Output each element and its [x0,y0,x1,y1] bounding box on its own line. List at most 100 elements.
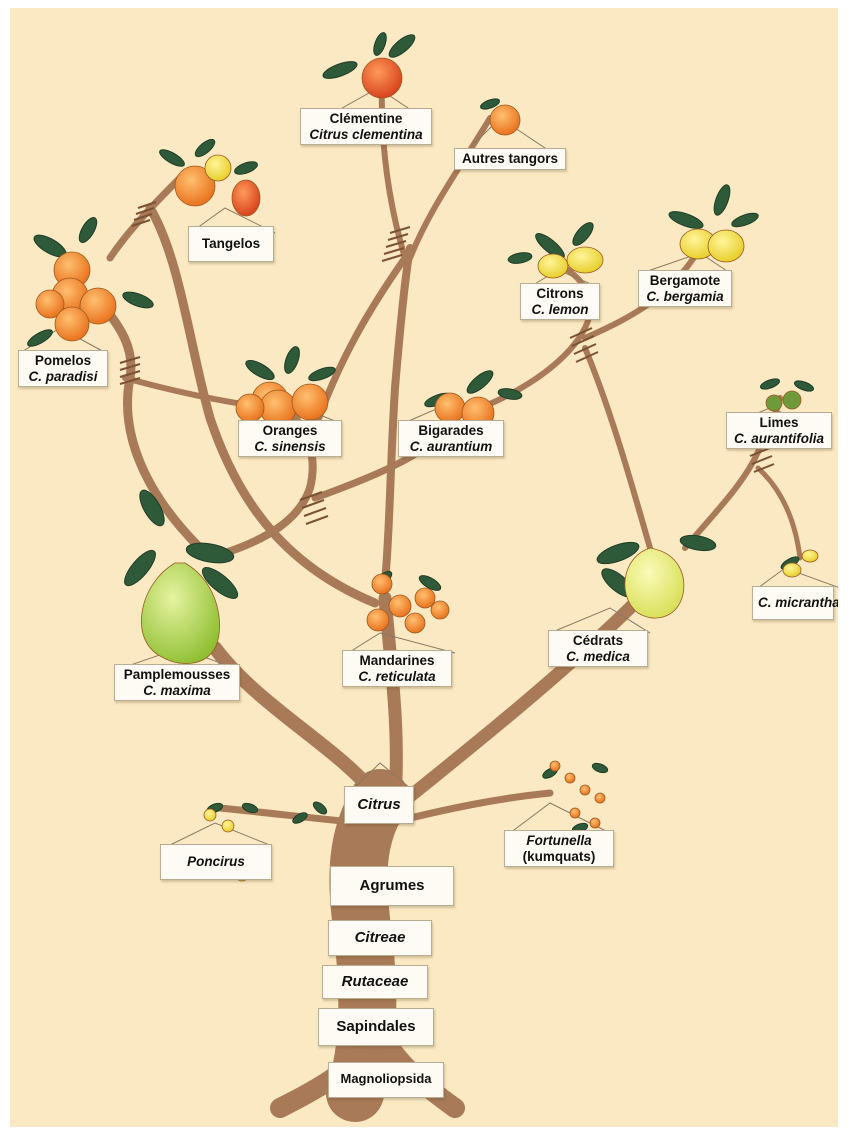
leaf-shape [759,377,781,391]
label-scientific-name: C. sinensis [244,439,336,455]
label-common-name: Bigarades [404,423,498,439]
diagram-canvas: Clémentine Citrus clementina Autres tang… [10,8,838,1127]
lime-fruit [783,391,801,409]
kumquat-fruit [580,785,590,795]
branch-citrons-to-cedrats [585,348,650,548]
poncirus-fruit [204,809,216,821]
label-scientific-name: C. aurantifolia [732,431,826,447]
citrus-tree-illustration [10,8,838,1127]
label-poncirus: Poncirus [160,844,272,880]
label-magnoliopsida: Magnoliopsida [328,1062,444,1098]
lime-fruit [766,395,782,411]
label-common-name: Mandarines [348,653,446,669]
tangelo-fruit [205,155,231,181]
branch-mandarines-up [385,248,410,583]
label-scientific-name: C. micrantha [758,595,828,611]
label-micrantha: C. micrantha [752,586,834,620]
pomelo-fruit [55,307,89,341]
label-genus-name: Poncirus [166,854,266,870]
label-common-name: Bergamote [644,273,726,289]
leaf-shape [371,31,389,57]
label-tribe: Citreae [334,929,426,946]
label-mandarines: Mandarines C. reticulata [342,650,452,687]
tangor-fruit [490,105,520,135]
leaf-shape [730,211,760,230]
label-genus-name: Citrus [350,796,408,813]
cedrat-fruit [625,548,684,618]
bergamote-fruit [708,230,744,262]
mandarine-fruit [405,613,425,633]
orange-fruit [236,394,264,422]
label-citrons: Citrons C. lemon [520,283,600,320]
label-pomelos: Pomelos C. paradisi [18,350,108,387]
leaf-shape [185,540,235,566]
label-common-name: Autres tangors [460,151,560,167]
leaf-shape [591,762,609,775]
label-citrus: Citrus [344,786,414,824]
tangelo-fruit [232,180,260,216]
mandarine-fruit [415,588,435,608]
leaf-shape [311,800,328,816]
mandarine-fruit [367,609,389,631]
label-taxon-common: Agrumes [336,877,448,894]
orange-fruit [292,384,328,420]
poncirus-fruit [222,820,234,832]
label-scientific-name: C. lemon [526,302,594,318]
label-oranges: Oranges C. sinensis [238,420,342,457]
mandarine-fruit [372,574,392,594]
label-bigarades: Bigarades C. aurantium [398,420,504,457]
branch-limes-to-micrantha [758,468,800,558]
leaf-shape [25,327,54,350]
label-scientific-name: C. paradisi [24,369,102,385]
micrantha-fruit [783,563,801,577]
leaf-shape [121,289,155,311]
label-scientific-name: C. reticulata [348,669,446,685]
label-clementine: Clémentine Citrus clementina [300,108,432,145]
leaf-shape [711,183,733,217]
label-common-name: Clémentine [306,111,426,127]
kumquat-fruit [550,761,560,771]
label-cedrats: Cédrats C. medica [548,630,648,667]
label-scientific-name: C. medica [554,649,642,665]
mandarine-fruit [389,595,411,617]
citron-fruit [538,254,568,278]
fruits [36,58,818,881]
leaf-shape [233,159,259,177]
label-citreae: Citreae [328,920,432,956]
label-common-name: Limes [732,415,826,431]
leaf-shape [569,219,596,248]
leaf-shape [282,345,303,375]
label-class: Magnoliopsida [334,1072,438,1087]
label-fortunella: Fortunella (kumquats) [504,830,614,867]
leaf-shape [321,58,359,82]
citron-fruit [567,247,603,273]
label-sapindales: Sapindales [318,1008,434,1046]
label-common-name: Citrons [526,286,594,302]
leaf-shape [464,367,496,397]
kumquat-fruit [595,793,605,803]
label-rutaceae: Rutaceae [322,965,428,999]
label-tangelos: Tangelos [188,226,274,262]
leaf-shape [667,208,705,232]
label-scientific-name: C. maxima [120,683,234,699]
leaf-shape [386,31,418,61]
label-family: Rutaceae [328,973,422,990]
leaf-shape [793,379,815,393]
leaf-shape [157,147,186,170]
kumquat-fruit [565,773,575,783]
label-common-name: Cédrats [554,633,642,649]
label-bergamote: Bergamote C. bergamia [638,270,732,307]
label-common-name: Oranges [244,423,336,439]
label-tangors: Autres tangors [454,148,566,170]
label-pamplemousses: Pamplemousses C. maxima [114,664,240,701]
kumquat-fruit [570,808,580,818]
label-scientific-name: C. aurantium [404,439,498,455]
label-order: Sapindales [324,1018,428,1035]
mandarine-fruit [431,601,449,619]
label-common-name: (kumquats) [510,849,608,865]
leaf-shape [76,215,100,245]
kumquat-fruit [590,818,600,828]
label-genus-name: Fortunella [510,833,608,849]
label-limes: Limes C. aurantifolia [726,412,832,449]
label-scientific-name: Citrus clementina [306,127,426,143]
